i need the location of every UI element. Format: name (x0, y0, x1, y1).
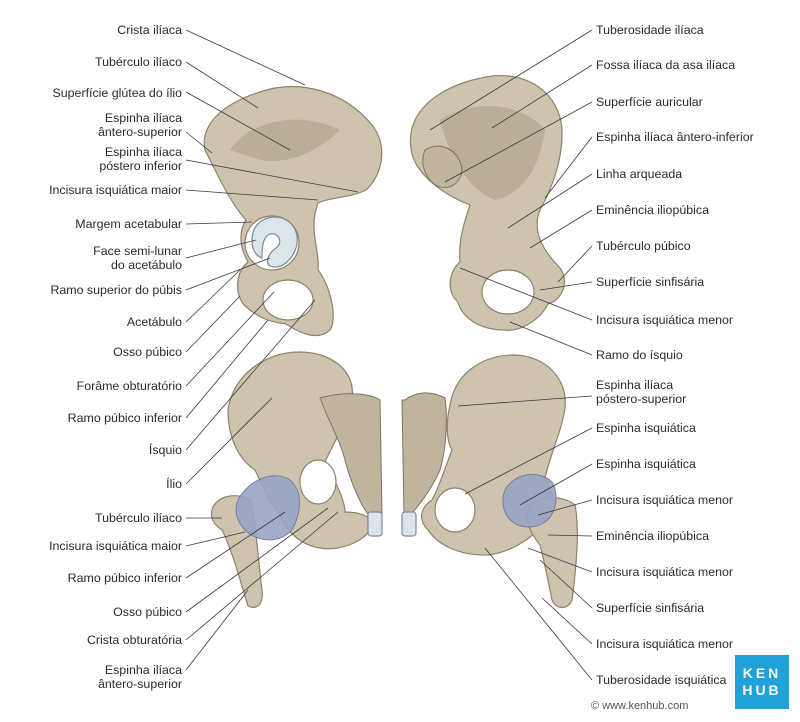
label-tuberculo-iliaco: Tubérculo ilíaco (94, 55, 182, 69)
label-tuberculo-iliaco-2: Tubérculo ilíaco (94, 511, 182, 525)
label-osso-pubico: Osso púbico (113, 345, 182, 359)
label-face-semi-lunar: Face semi-lunar do acetábulo (93, 244, 182, 272)
hip-bone-lateral-view (203, 86, 383, 337)
pelvis-anterior-view (210, 351, 383, 608)
logo-line-2: HUB (742, 682, 782, 698)
label-osso-pubico-2: Osso púbico (113, 605, 182, 619)
hip-bone-medial-view (409, 74, 565, 331)
label-espinha-iliaca-postero-superior: Espinha ilíaca póstero-superior (596, 378, 687, 406)
label-superficie-sinfisaria: Superfície sinfisária (596, 275, 705, 289)
label-ramo-pubico-inferior: Ramo púbico inferior (67, 411, 182, 425)
label-superficie-sinfisaria-2: Superfície sinfisária (596, 601, 705, 615)
pelvis-posterior-view (401, 354, 578, 609)
label-espinha-iliaca-antero-superior-2: Espinha ilíaca ântero-superior (97, 663, 182, 691)
label-forame-obturatorio: Forâme obturatório (76, 379, 182, 393)
label-tuberosidade-isquiatica: Tuberosidade isquiática (596, 673, 727, 687)
label-isquio: Ísquio (148, 443, 182, 457)
label-tuberculo-pubico: Tubérculo púbico (596, 239, 691, 253)
label-superficie-glutea: Superfície glútea do ílio (52, 86, 183, 100)
label-incisura-isquiatica-menor-4: Incisura isquiática menor (596, 637, 734, 651)
kenhub-logo[interactable]: KEN HUB (735, 655, 789, 709)
label-eminencia-iliopubica: Eminência iliopúbica (596, 203, 709, 217)
label-espinha-iliaca-antero-superior: Espinha ilíaca ântero-superior (97, 111, 182, 139)
label-espinha-isquiatica: Espinha isquiática (596, 421, 696, 435)
label-crista-iliaca: Crista ilíaca (117, 23, 182, 37)
label-ramo-superior-pubis: Ramo superior do púbis (50, 283, 182, 297)
leader-lines (185, 29, 593, 681)
label-tuberosidade-iliaca: Tuberosidade ilíaca (596, 23, 704, 37)
label-incisura-isquiatica-menor-3: Incisura isquiática menor (596, 565, 734, 579)
label-espinha-iliaca-antero-inferior: Espinha ilíaca ântero-inferior (596, 130, 754, 144)
label-ramo-pubico-inferior-2: Ramo púbico inferior (67, 571, 182, 585)
label-ramo-do-isquio: Ramo do ísquio (596, 348, 683, 362)
label-incisura-isquiatica-menor: Incisura isquiática menor (596, 313, 734, 327)
label-margem-acetabular: Margem acetabular (75, 217, 182, 231)
label-espinha-isquiatica-2: Espinha isquiática (596, 457, 696, 471)
label-linha-arqueada: Linha arqueada (596, 167, 683, 181)
copyright-text[interactable]: © www.kenhub.com (591, 700, 689, 712)
label-superficie-auricular: Superfície auricular (596, 95, 703, 109)
label-espinha-iliaca-postero-inferior: Espinha ilíaca póstero inferior (99, 145, 182, 173)
label-eminencia-iliopubica-2: Eminência iliopúbica (596, 529, 709, 543)
label-incisura-isquiatica-maior: Incisura isquiática maior (49, 183, 182, 197)
label-incisura-isquiatica-menor-2: Incisura isquiática menor (596, 493, 734, 507)
label-crista-obturatoria: Crista obturatória (86, 633, 182, 647)
label-acetabulo: Acetábulo (126, 315, 182, 329)
logo-line-1: KEN (742, 665, 782, 681)
label-incisura-isquiatica-maior-2: Incisura isquiática maior (49, 539, 182, 553)
label-fossa-iliaca: Fossa ilíaca da asa ilíaca (596, 58, 736, 72)
label-ilio: Ílio (166, 477, 182, 491)
